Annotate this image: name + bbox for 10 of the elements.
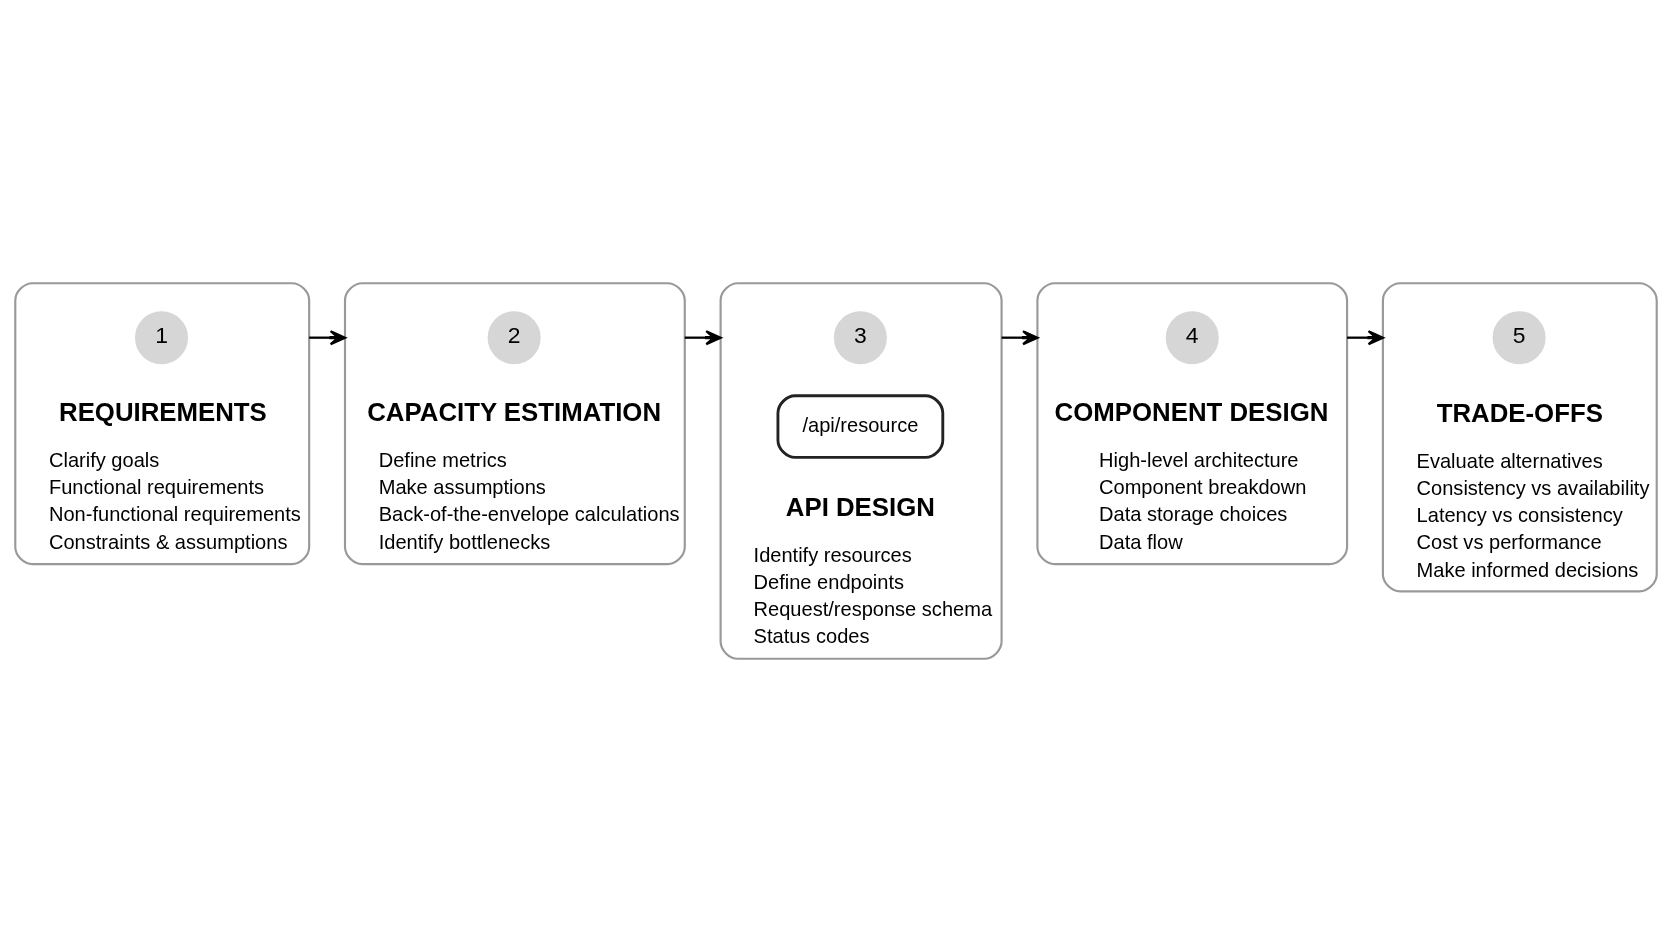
arrow <box>1347 329 1385 345</box>
node-circle: 1 <box>135 310 189 364</box>
node-circle: 3 <box>833 310 887 364</box>
arrow <box>1001 329 1039 345</box>
arrow <box>684 329 722 345</box>
node-circle: 5 <box>1492 310 1546 364</box>
arrow <box>309 329 347 345</box>
node-box: /api/resource <box>776 393 945 459</box>
node-circle: 4 <box>1165 310 1219 364</box>
node-circle: 2 <box>487 310 541 364</box>
